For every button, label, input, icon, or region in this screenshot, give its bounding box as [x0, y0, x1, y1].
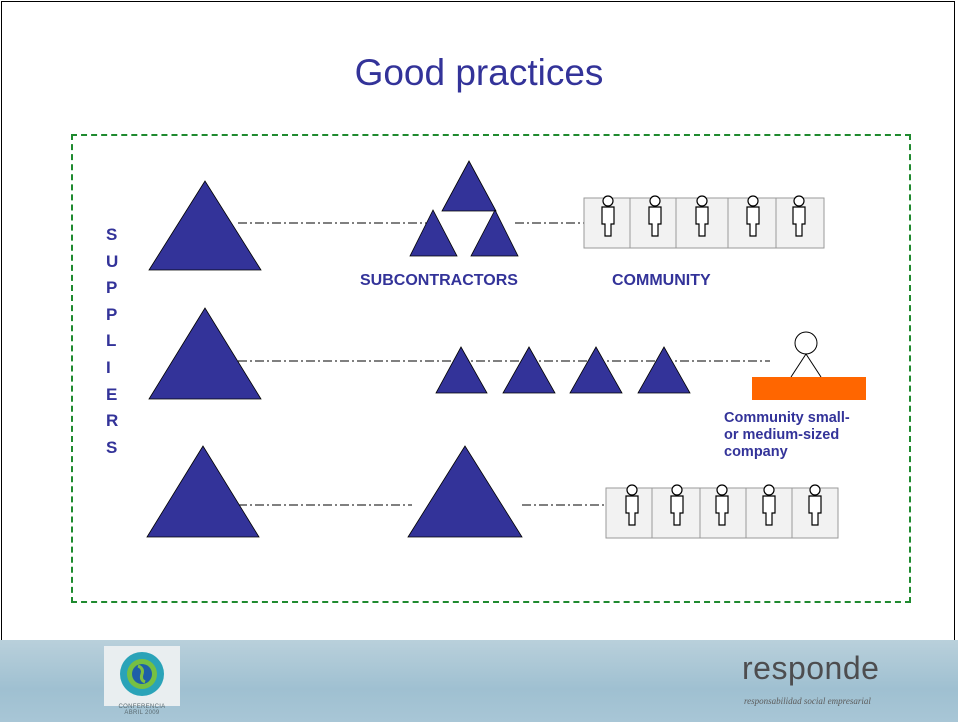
suppliers-letter: P: [106, 304, 118, 324]
suppliers-letter: E: [106, 384, 118, 404]
slide-title: Good practices: [354, 52, 604, 93]
suppliers-letter: I: [106, 357, 111, 377]
intermediate-supplier-triangle: [407, 445, 523, 538]
conference-logo-subtext: ABRIL 2009: [124, 710, 160, 716]
suppliers-letter: R: [106, 411, 119, 431]
small-supplier-triangle: [569, 346, 623, 394]
community-label: COMMUNITY: [612, 272, 711, 289]
suppliers-letter: P: [106, 278, 118, 298]
suppliers-letter: L: [106, 331, 117, 351]
conference-logo-text: CONFERENCIA: [118, 704, 166, 710]
subcontractor-triangle: [470, 209, 519, 257]
suppliers-letter: S: [106, 225, 118, 244]
community-group-top: [583, 195, 825, 249]
small-supplier-triangle: [435, 346, 488, 394]
supplier-triangle: [148, 307, 262, 400]
small-supplier-triangle: [637, 346, 691, 394]
subcontractor-triangle: [441, 160, 497, 212]
subcontractor-triangle: [409, 209, 458, 257]
suppliers-vertical-label: S U P P L I E R S: [106, 222, 126, 461]
conference-logo: CONFERENCIA ABRIL 2009: [104, 646, 180, 722]
small-supplier-triangle: [502, 346, 556, 394]
supply-chain-diagram: [146, 160, 866, 539]
community-group-bottom: [605, 484, 839, 539]
community-smb-label: Community small- or medium-sized company: [724, 410, 850, 460]
suppliers-letter: U: [106, 251, 119, 271]
globe-icon: [104, 646, 180, 706]
footer-banner: CONFERENCIA ABRIL 2009 responde responsa…: [0, 640, 958, 722]
smb-bar: [752, 377, 866, 400]
responde-tagline: responsabilidad social empresarial: [744, 696, 871, 706]
subcontractors-label: SUBCONTRACTORS: [360, 272, 518, 289]
suppliers-letter: S: [106, 437, 118, 457]
supplier-triangle: [146, 445, 260, 538]
responde-logo: responde: [742, 650, 880, 686]
community-smb: [752, 331, 866, 400]
supplier-triangle: [148, 180, 262, 271]
practices-boundary: [71, 134, 911, 603]
